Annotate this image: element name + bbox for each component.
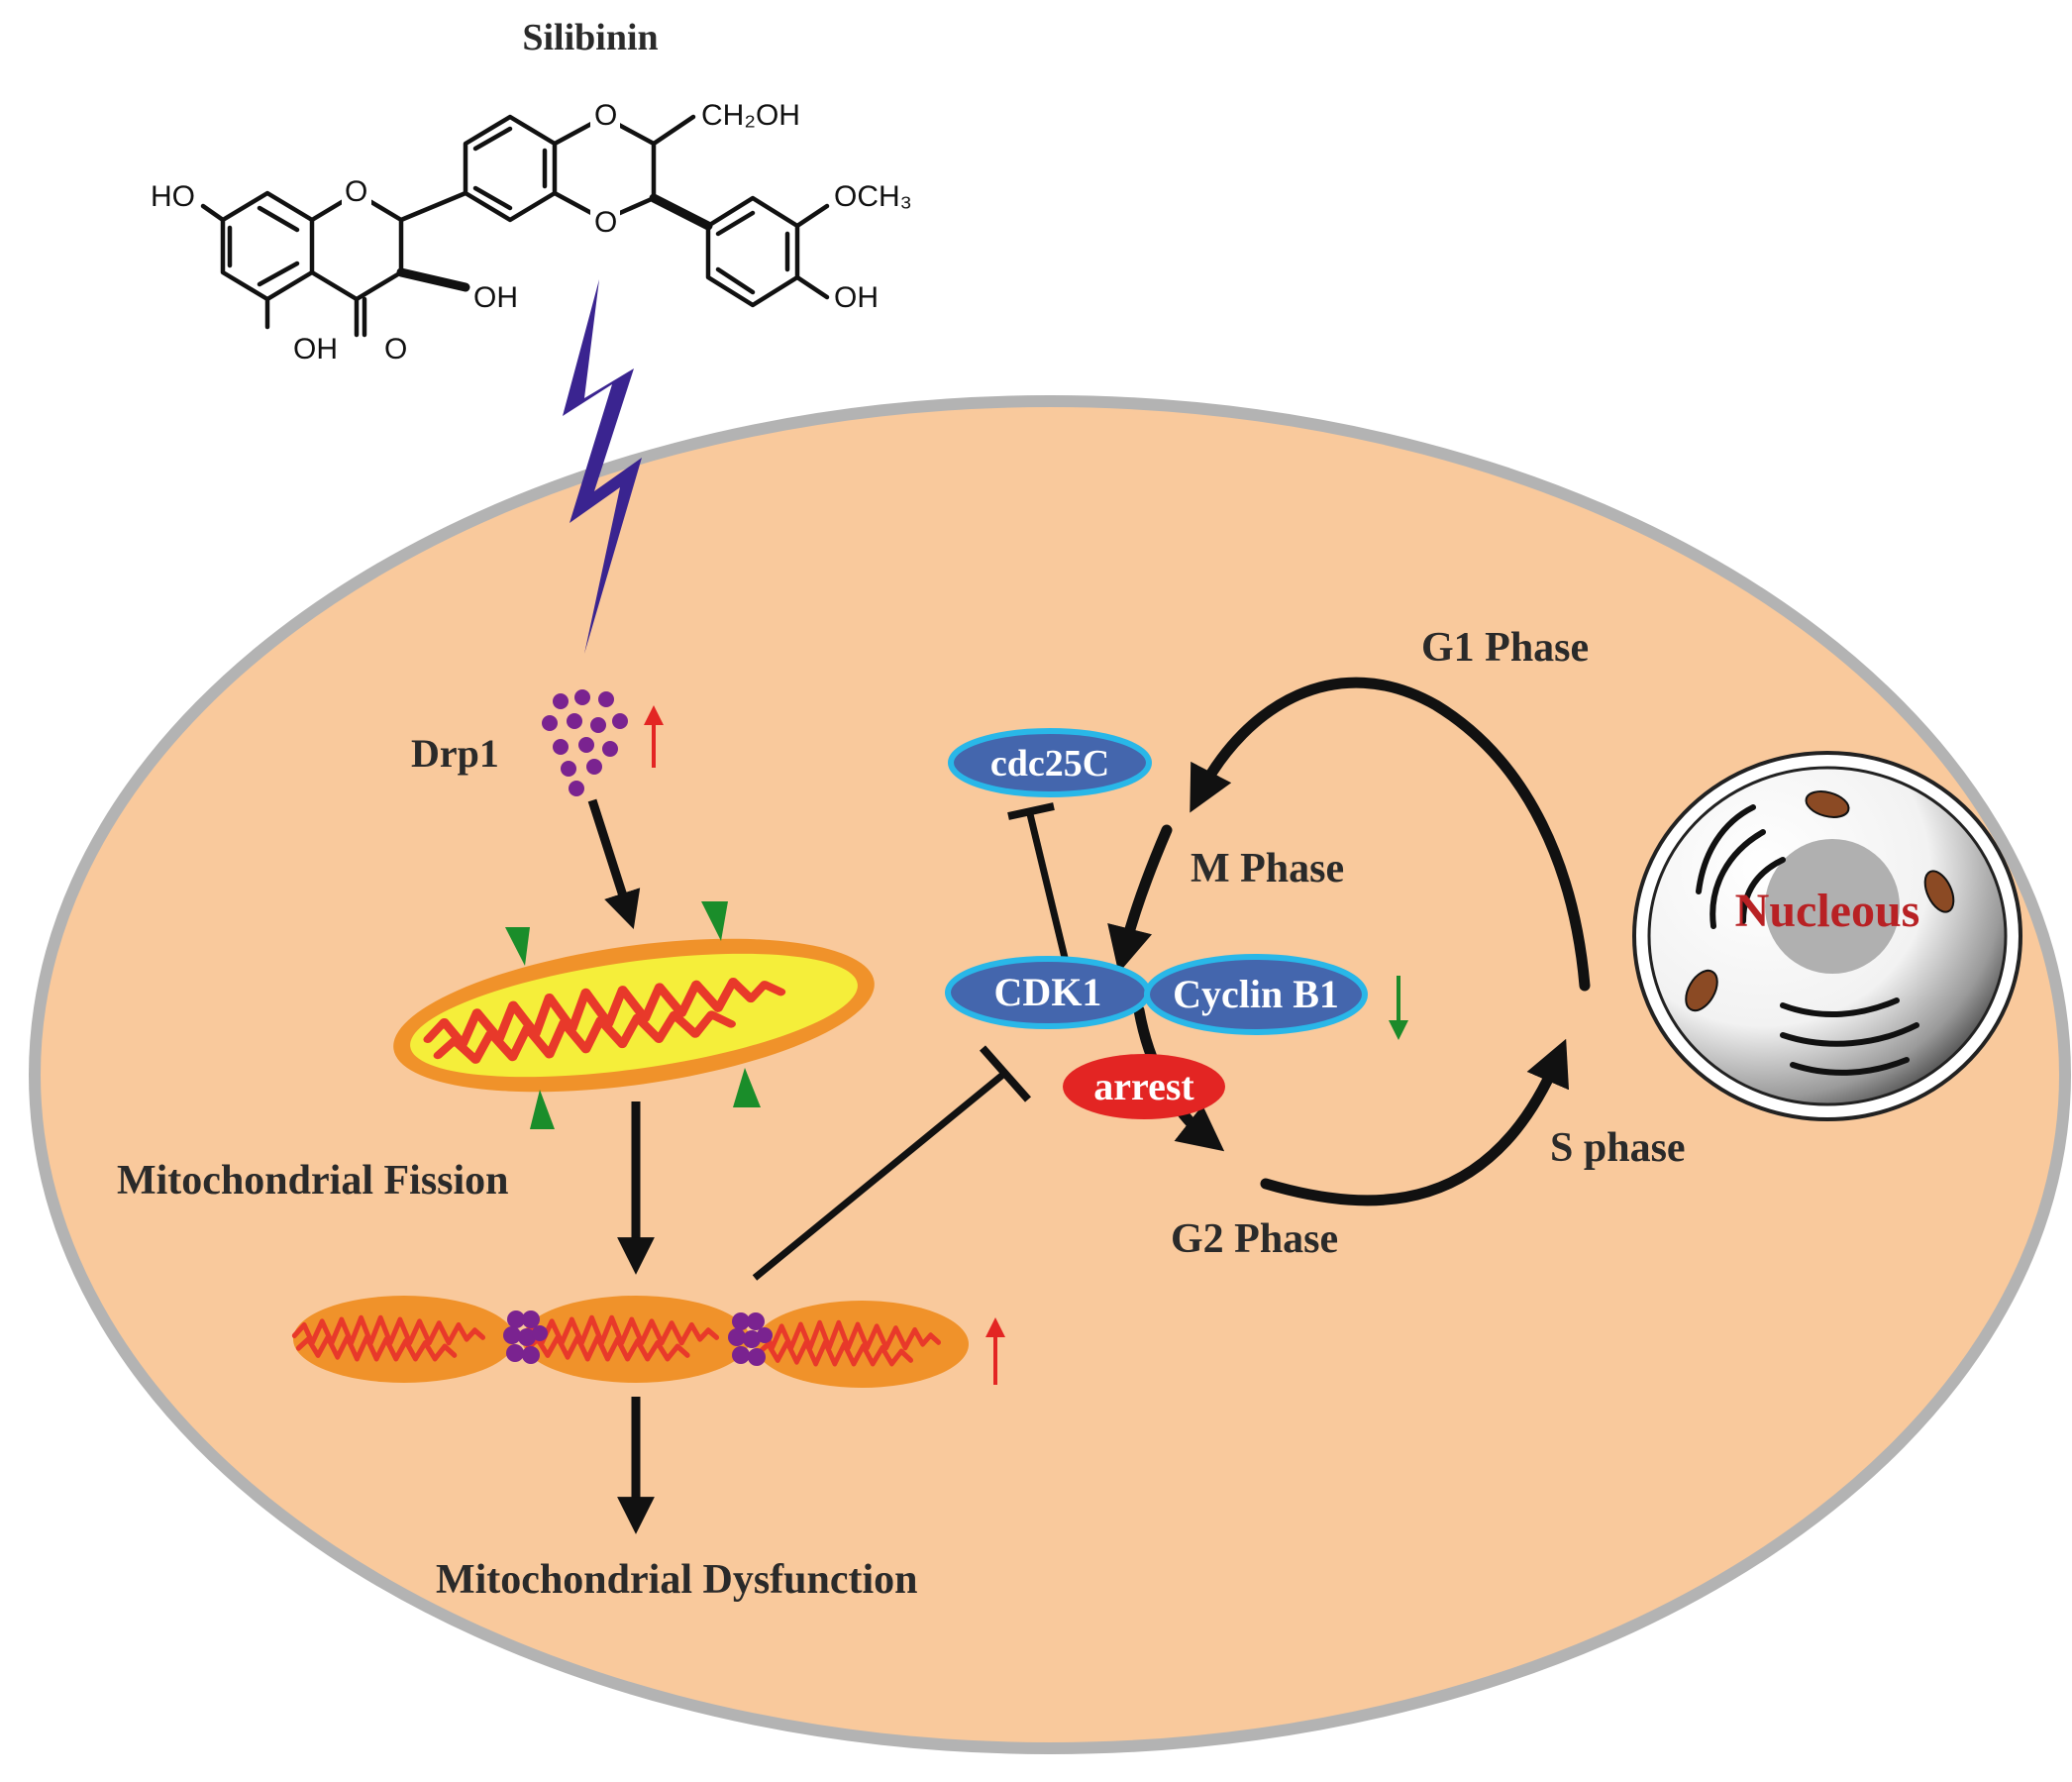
atom-oh-5: OH [293, 333, 338, 366]
drp1-label: Drp1 [411, 731, 499, 776]
chromatin [1696, 804, 1919, 1076]
m-phase-label: M Phase [1191, 846, 1344, 891]
arrow-drp1-to-mito [587, 798, 641, 929]
arrest-label: arrest [1093, 1064, 1194, 1108]
drp1-ring-icon [503, 1310, 773, 1366]
g1-phase-label: G1 Phase [1421, 625, 1589, 671]
silibinin-structure [200, 114, 830, 338]
mitochondrion-intact [393, 938, 875, 1093]
drp1-dots-icon [542, 689, 628, 796]
cdk1-protein: CDK1 [945, 956, 1151, 1029]
mito-dysfunction-label: Mitochondrial Dysfunction [436, 1557, 918, 1603]
inhibition-fragments-to-cdk1 [752, 1045, 1031, 1281]
nucleus: Nucleous [1632, 751, 2022, 1121]
mito-fission-label: Mitochondrial Fission [117, 1158, 509, 1204]
cycle-arc-m-to-cdk1 [1107, 824, 1173, 974]
atom-och3: OCH₃ [834, 180, 912, 213]
nucleus-granules [1685, 790, 1955, 1012]
lightning-bolt-icon [563, 279, 642, 654]
atom-ch2oh: CH₂OH [701, 99, 800, 132]
atom-oh-aryl: OH [834, 281, 879, 314]
cyclin-b1-protein: Cyclin B1 [1144, 954, 1368, 1035]
structure-label-masks [342, 97, 620, 240]
atom-oh-3: OH [473, 281, 518, 314]
s-phase-label: S phase [1550, 1125, 1686, 1171]
green-marker-icons [505, 901, 761, 1129]
atom-o-dioxane-top: O [594, 99, 617, 132]
g2-phase-label: G2 Phase [1171, 1216, 1338, 1262]
mitochondria-fragments [293, 1296, 969, 1388]
inhibition-cdk1-to-cdc25c [1007, 802, 1071, 967]
arrest-badge: arrest [1063, 1054, 1225, 1119]
cdc25c-label: cdc25C [990, 743, 1109, 785]
compound-title: Silibinin [522, 17, 658, 58]
cycle-arc-g2-to-s [1260, 1038, 1570, 1206]
atom-o-dioxane-bottom: O [594, 206, 617, 239]
nucleolus [1765, 839, 1900, 974]
atom-o-ring: O [345, 175, 367, 208]
nucleus-label: Nucleous [1735, 885, 1920, 937]
cyclin-b1-label: Cyclin B1 [1173, 972, 1339, 1016]
cdk1-label: CDK1 [994, 970, 1102, 1014]
atom-ho-left: HO [151, 180, 195, 213]
cycle-arc-g1-to-m [1190, 677, 1591, 992]
atom-keto-o: O [384, 333, 407, 366]
structure-atoms: HO O OH OH O O O CH₂OH OCH₃ OH [151, 99, 912, 366]
cell-membrane [29, 395, 2071, 1754]
cdc25c-protein: cdc25C [948, 728, 1152, 797]
